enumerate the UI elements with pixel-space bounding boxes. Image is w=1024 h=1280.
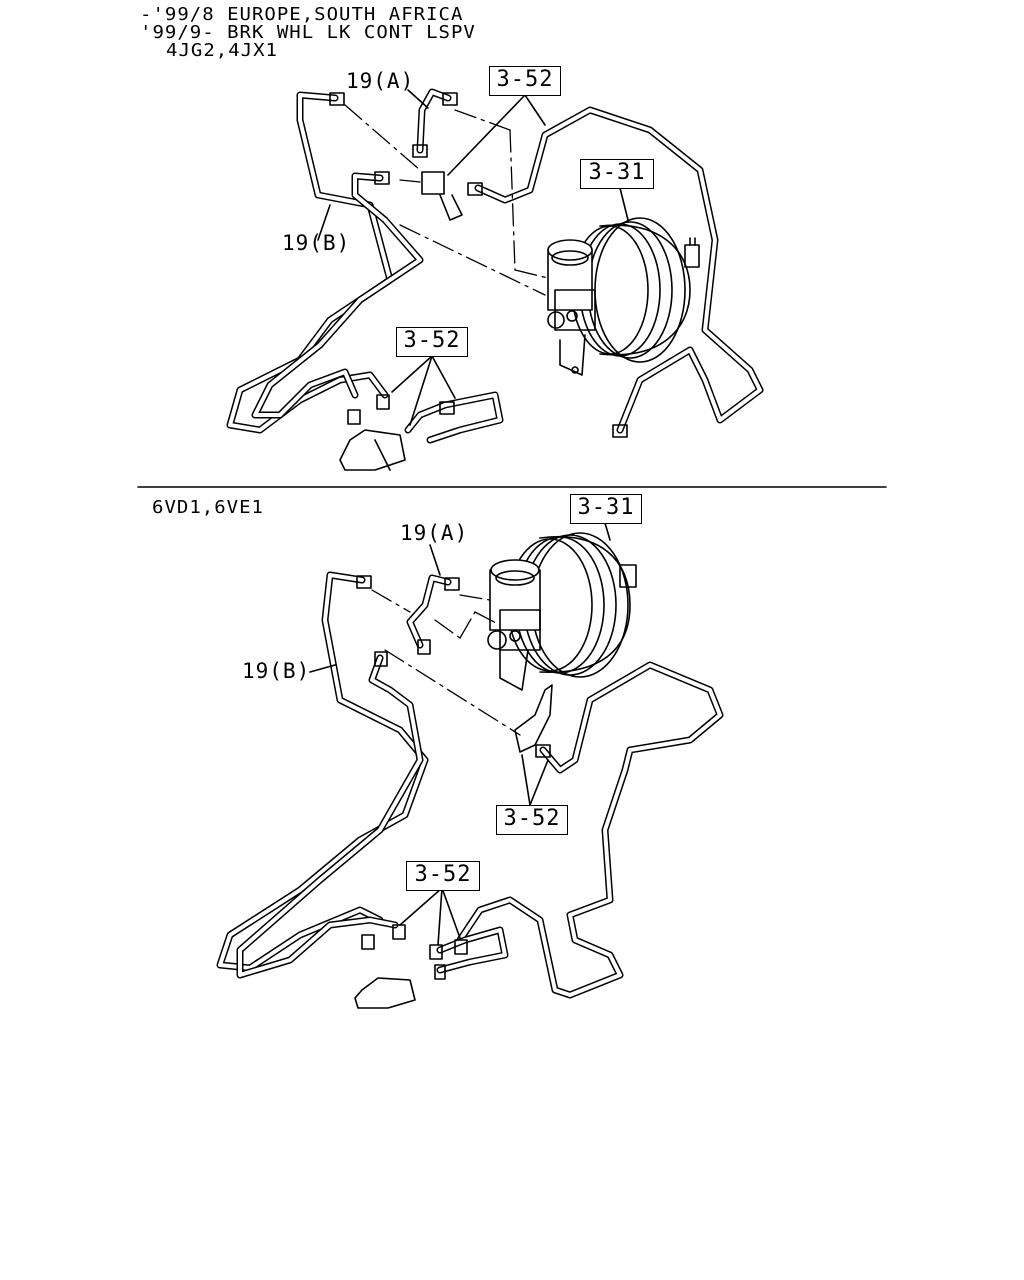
label-19b-a: 19(B) [282,231,351,255]
ref-box-3-52-lower-a: 3-52 [396,327,468,357]
label-19a-a: 19(A) [346,69,415,93]
ref-box-3-31-a: 3-31 [580,159,654,189]
label-19a-b: 19(A) [400,521,469,545]
ref-box-3-52-top-a: 3-52 [489,66,561,96]
brake-booster-a [547,217,700,376]
ref-box-3-52-lower-b: 3-52 [406,861,480,891]
ref-box-3-52-mid-b: 3-52 [496,805,568,835]
section-a-header-line2: '99/9- BRK WHL LK CONT LSPV [140,22,476,43]
section-b-drawing [216,522,724,1009]
label-19b-b: 19(B) [242,659,311,683]
section-b-header: 6VD1,6VE1 [152,497,264,518]
pipe-19a-a [416,88,764,434]
section-a-header-line1: -'99/8 EUROPE,SOUTH AFRICA [140,4,464,25]
ref-box-3-31-b: 3-31 [570,494,642,524]
section-a-drawing [226,88,764,471]
pipe-19b-a [226,91,424,434]
brake-booster-b [487,532,637,691]
section-a-header-line3: 4JG2,4JX1 [166,40,278,61]
